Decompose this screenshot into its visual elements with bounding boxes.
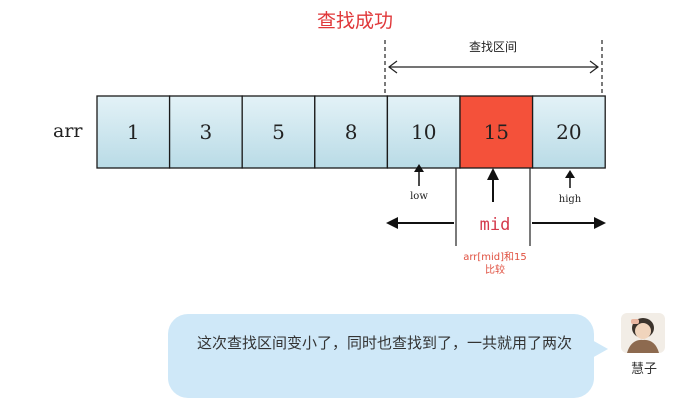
right-half-arrow-head [594, 217, 606, 229]
avatar-image [621, 313, 665, 353]
array-cell [386, 95, 461, 169]
low-pointer-label: low [410, 191, 428, 202]
author-name: 慧子 [630, 362, 657, 377]
array-cell-value: 5 [272, 120, 285, 144]
compare-note-line2: 比较 [485, 263, 505, 276]
array-cell-value: 1 [127, 120, 140, 144]
diagram-title: 查找成功 [317, 10, 393, 32]
array-cell-value: 8 [345, 120, 358, 144]
range-arrow-right-head [589, 60, 599, 74]
array-cells: 1 3 5 8 10 15 20 [96, 95, 606, 169]
array-cell-value: 15 [484, 120, 509, 144]
mid-pointer-arrow-head [487, 168, 499, 180]
array-cell [168, 95, 243, 169]
array-cell-value: 3 [200, 120, 213, 144]
high-pointer-label: high [559, 194, 582, 205]
compare-note-line1: arr[mid]和15 [463, 251, 527, 263]
array-cell [531, 95, 606, 169]
array-cell-value: 20 [556, 120, 581, 144]
array-cell [96, 95, 171, 169]
high-pointer-arrow-head [565, 170, 575, 178]
array-cell-value: 10 [411, 120, 436, 144]
array-cell [314, 95, 389, 169]
low-pointer-arrow-head [414, 164, 424, 172]
author-avatar [621, 313, 665, 353]
left-half-arrow-head [386, 217, 398, 229]
comment-text: 这次查找区间变小了，同时也查找到了，一共就用了两次 [196, 334, 572, 352]
array-cell-highlighted [459, 95, 534, 169]
array-name-label: arr [53, 120, 83, 142]
mid-pointer-label: mid [480, 215, 511, 235]
comment-bubble: 这次查找区间变小了，同时也查找到了，一共就用了两次 [168, 314, 608, 398]
range-label: 查找区间 [469, 40, 517, 54]
range-arrow-left-head [388, 60, 398, 74]
binary-search-diagram: 查找成功 查找区间 arr 1 3 5 8 10 15 20 low mid high ar… [53, 10, 606, 276]
